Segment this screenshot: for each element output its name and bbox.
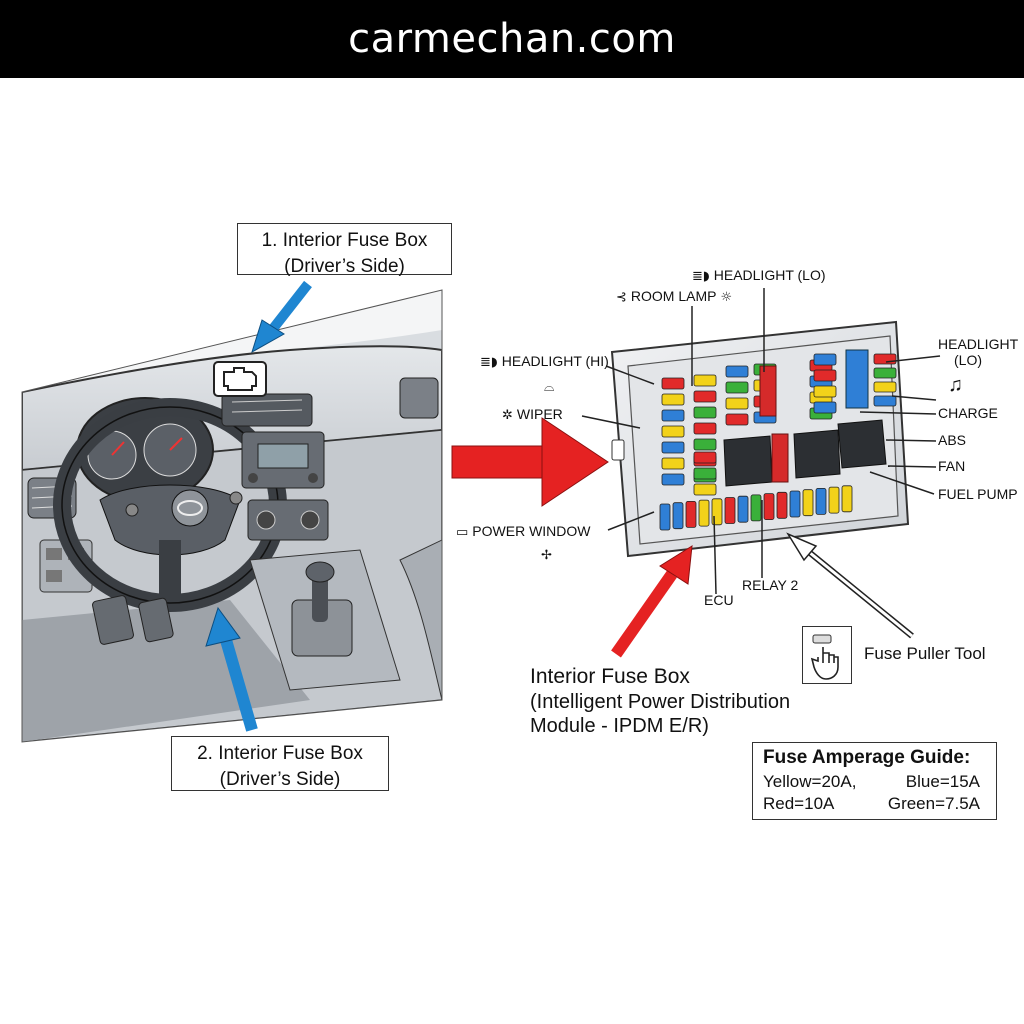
blue-arrow-top [251, 280, 312, 354]
fuse [659, 503, 671, 531]
site-title: carmechan.com [348, 16, 676, 62]
fuse [802, 489, 814, 517]
wiper-icon: ⌓ [544, 380, 555, 395]
fuse-box [610, 320, 910, 558]
fuse [661, 441, 685, 454]
fuse [693, 374, 717, 387]
guide-title: Fuse Amperage Guide: [763, 747, 971, 768]
relay-block [723, 349, 887, 487]
callout-1-line1: 1. Interior Fuse Box [261, 230, 428, 251]
label-fan: FAN [938, 458, 966, 474]
guide-blue: Blue=15A [905, 771, 980, 791]
label-headlight-lo-right: HEADLIGHT (LO) [938, 336, 1019, 368]
label-relay-2: RELAY 2 [742, 577, 799, 593]
blue-arrow-bottom [205, 606, 258, 732]
red-arrow-up [611, 545, 693, 658]
callout-2-line2: (Driver’s Side) [219, 768, 341, 790]
fuse [737, 495, 749, 523]
puller-arrow [786, 532, 914, 639]
label-wiper: ✲WIPER [502, 406, 563, 423]
fuse [813, 369, 837, 382]
fan-icon: ✢ [541, 548, 552, 563]
fuse [661, 425, 685, 438]
fuse [776, 491, 788, 519]
fuse [789, 490, 801, 518]
guide-green: Green=7.5A [887, 793, 980, 813]
fuse [813, 353, 837, 366]
battery-icon: ▭ [456, 525, 469, 540]
fuse [873, 395, 897, 407]
fuse [725, 365, 749, 378]
fuse [693, 406, 717, 419]
fuse [724, 497, 736, 524]
fuse [693, 438, 717, 451]
fuse [693, 422, 717, 435]
fuse [693, 451, 717, 464]
fuse [672, 502, 684, 530]
fuse [813, 401, 837, 414]
fuse [763, 493, 775, 521]
fuse [698, 499, 710, 527]
red-arrow-right [451, 417, 609, 507]
fuse [873, 353, 897, 365]
label-ecu: ECU [704, 592, 734, 608]
fuse [693, 467, 717, 480]
fuse [725, 413, 749, 426]
wiper-light-icon: ✲ [502, 408, 513, 423]
fuse [873, 367, 897, 379]
site-header: carmechan.com [0, 0, 1024, 78]
ipdm-line3: Module - IPDM E/R) [530, 715, 709, 737]
callout-interior-fuse-box-1: 1. Interior Fuse Box (Driver’s Side) [237, 223, 452, 277]
ipdm-line2: (Intelligent Power Distribution [530, 690, 791, 713]
fuse [661, 377, 685, 390]
callout-interior-fuse-box-2: 2. Interior Fuse Box (Driver’s Side) [171, 736, 389, 791]
label-headlight-lo-top: ≣◗HEADLIGHT (LO) [692, 267, 826, 284]
label-abs: ABS [938, 432, 967, 448]
callout-2-line1: 2. Interior Fuse Box [197, 743, 363, 764]
music-note-icon: ♫ [948, 374, 963, 396]
fuse [750, 494, 762, 522]
fuse [725, 381, 749, 394]
fuse [725, 397, 749, 410]
fuse-amperage-guide: Fuse Amperage Guide: Yellow=20A, Blue=15… [752, 742, 997, 820]
fuse [841, 485, 853, 513]
label-room-lamp: ⊰ROOM LAMP☼ [616, 288, 733, 305]
fuse [685, 500, 697, 528]
fuse [661, 457, 685, 470]
fuse [661, 409, 685, 422]
room-lamp-icon: ⊰ [616, 290, 627, 305]
label-charge: CHARGE [938, 405, 998, 421]
fuse [693, 390, 717, 403]
lamp-icon: ☼ [720, 290, 733, 305]
label-fuel-pump: FUEL PUMP [938, 486, 1018, 502]
callout-1-line2: (Driver’s Side) [284, 255, 405, 277]
label-headlight-hi: ≣◗HEADLIGHT (HI) [480, 353, 609, 370]
ipdm-title: Interior Fuse Box [530, 665, 690, 688]
fuse [661, 393, 685, 406]
ipdm-caption: Interior Fuse Box (Intelligent Power Dis… [530, 664, 820, 738]
guide-yellow: Yellow=20A, [763, 771, 857, 791]
fuse [693, 483, 717, 496]
fuse [661, 473, 685, 486]
car-interior-illustration [21, 289, 443, 743]
label-power-window: ▭POWER WINDOW [456, 523, 591, 540]
headlight-icon: ≣◗ [692, 269, 710, 284]
fuse [828, 486, 840, 514]
guide-red: Red=10A [763, 793, 835, 813]
guide-row-1: Yellow=20A, Blue=15A [763, 771, 986, 793]
fuse [813, 385, 837, 398]
fuse-puller-label: Fuse Puller Tool [864, 644, 986, 663]
headlight-icon: ≣◗ [480, 355, 498, 370]
leader-lines [581, 288, 941, 595]
guide-row-2: Red=10A Green=7.5A [763, 793, 986, 815]
fuse [815, 487, 827, 515]
check-engine-icon [213, 361, 267, 397]
hand-pointer-icon [802, 626, 852, 684]
fuse [873, 381, 897, 393]
